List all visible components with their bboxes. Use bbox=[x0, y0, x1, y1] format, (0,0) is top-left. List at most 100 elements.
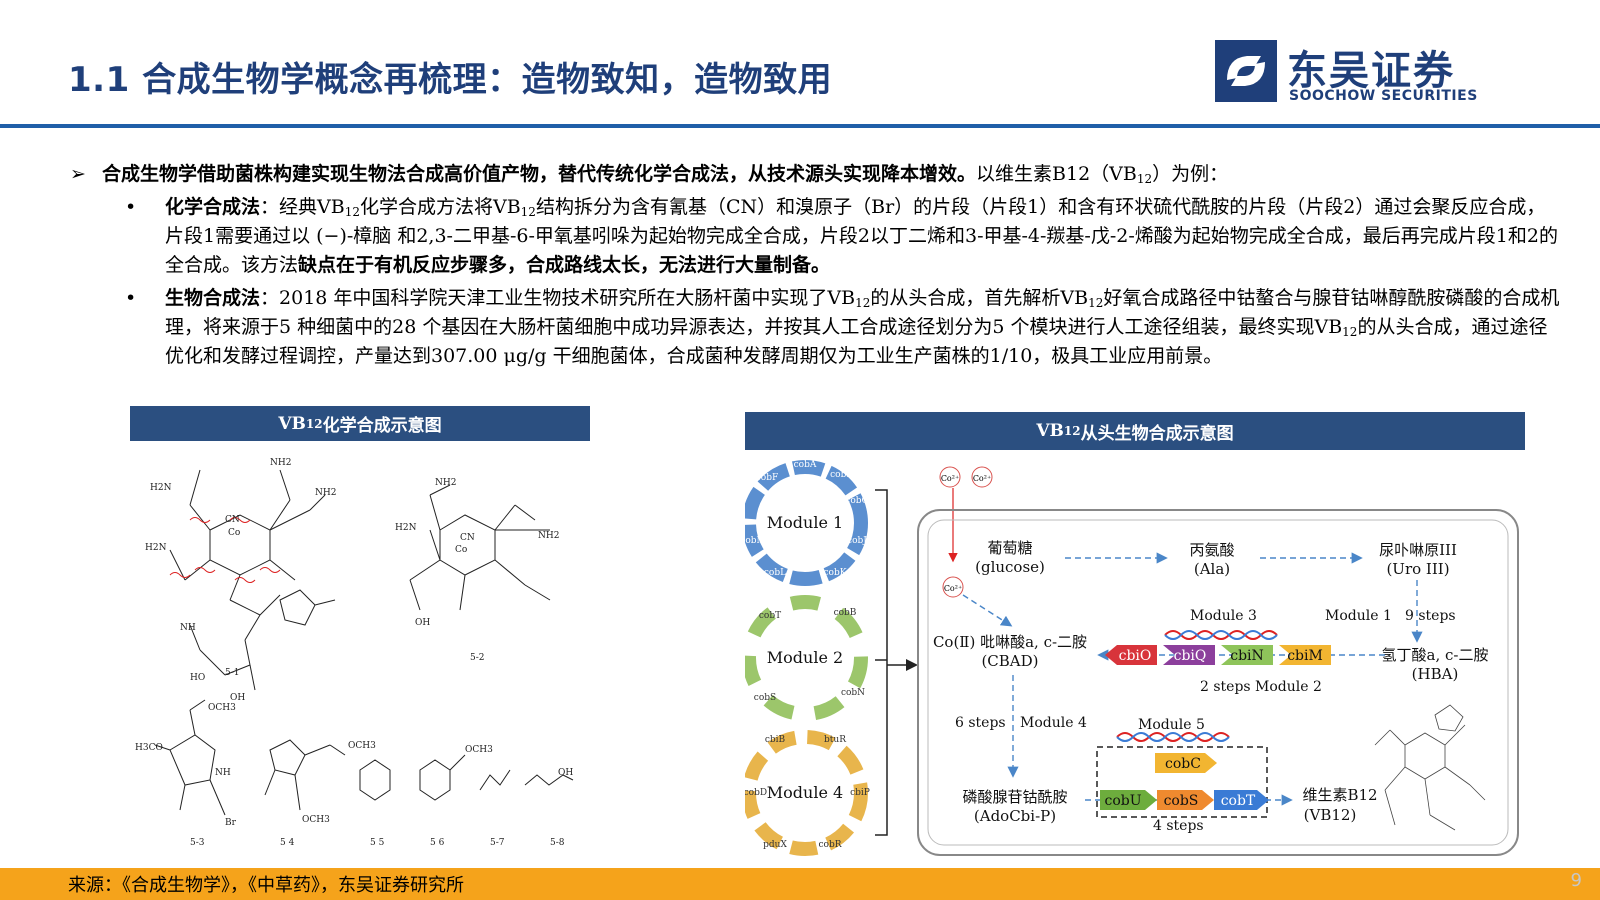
bio-header-pre: VB bbox=[1036, 421, 1064, 441]
svg-text:Co: Co bbox=[228, 528, 240, 538]
svg-text:CN: CN bbox=[460, 533, 475, 543]
modules-bracket bbox=[875, 489, 888, 836]
lead-paragraph: ➢ 合成生物学借助菌株构建实现生物法合成高价值产物，替代传统化学合成法，从技术源… bbox=[70, 160, 1560, 189]
adocbi-label: 磷酸腺苷钴酰胺 bbox=[962, 788, 1067, 806]
main-text: ➢ 合成生物学借助菌株构建实现生物法合成高价值产物，替代传统化学合成法，从技术源… bbox=[70, 160, 1560, 371]
svg-text:(Uro III): (Uro III) bbox=[1386, 560, 1449, 578]
bullet-text: 化学合成方法将VB bbox=[359, 196, 521, 218]
svg-text:cobA: cobA bbox=[794, 460, 817, 470]
svg-text:cobF: cobF bbox=[756, 473, 778, 483]
svg-text:NH2: NH2 bbox=[435, 478, 456, 488]
svg-text:OCH3: OCH3 bbox=[465, 745, 493, 755]
svg-text:H2N: H2N bbox=[145, 543, 167, 553]
logo-english-name: SOOCHOW SECURITIES bbox=[1289, 88, 1478, 104]
vb12-structure-icon bbox=[1374, 704, 1486, 831]
svg-text:OH: OH bbox=[230, 693, 245, 703]
svg-text:cobI: cobI bbox=[830, 470, 850, 480]
molecule-5-2 bbox=[409, 484, 551, 611]
footer-bar: 来源：《合成生物学》，《中草药》，东吴证券研究所 9 bbox=[0, 868, 1600, 900]
svg-text:NH2: NH2 bbox=[538, 531, 559, 541]
svg-text:OCH3: OCH3 bbox=[208, 703, 236, 713]
svg-text:cobK: cobK bbox=[824, 568, 847, 578]
module2-plasmid: Module 2 cobT cobB cobN cobS bbox=[745, 595, 868, 721]
label-5-2: 5-2 bbox=[470, 653, 485, 663]
svg-text:cobS: cobS bbox=[1164, 793, 1199, 809]
page-title: 1.1 合成生物学概念再梳理：造物致知，造物致用 bbox=[68, 60, 833, 100]
cell-outline bbox=[917, 509, 1519, 856]
bullet-dot-icon: • bbox=[125, 196, 137, 218]
bullet-sub: 12 bbox=[855, 296, 871, 310]
svg-text:cobR: cobR bbox=[819, 840, 842, 850]
svg-text:Co: Co bbox=[455, 545, 467, 555]
company-logo: 东吴证券 SOOCHOW SECURITIES bbox=[1215, 40, 1515, 110]
svg-text:cbiP: cbiP bbox=[850, 788, 870, 798]
svg-text:cobS: cobS bbox=[754, 693, 776, 703]
bullet-sub: 12 bbox=[344, 205, 360, 219]
label-5-1: 5-1 bbox=[225, 668, 240, 678]
module1-label: Module 1 bbox=[767, 513, 843, 532]
soochow-logo-icon bbox=[1215, 40, 1277, 102]
bullet-sub: 12 bbox=[1342, 325, 1358, 339]
bullet-dot-icon: • bbox=[125, 287, 137, 309]
ala-label: 丙氨酸 bbox=[1189, 541, 1234, 559]
svg-text:SticobD: SticobD bbox=[745, 788, 767, 798]
svg-text:cobC: cobC bbox=[1165, 756, 1201, 772]
lead-normal-pre: 以维生素B12（VB bbox=[976, 163, 1137, 185]
svg-text:(Ala): (Ala) bbox=[1194, 560, 1230, 578]
pathway-nodes: 葡萄糖 (glucose) 丙氨酸 (Ala) 尿卟啉原III (Uro III… bbox=[933, 539, 1489, 825]
bullet-text: 的从头合成，通过途径优化和发酵过程调控，产量达到307.00 μg/g 干细胞菌… bbox=[165, 316, 1548, 367]
cobalt-ions: Co²⁺ Co²⁺ bbox=[939, 466, 993, 563]
svg-text:cobT: cobT bbox=[759, 611, 781, 621]
svg-text:OH: OH bbox=[415, 618, 430, 628]
module2-label: Module 2 bbox=[767, 648, 843, 667]
lead-sub: 12 bbox=[1136, 172, 1153, 186]
molecule-5-1 bbox=[169, 469, 336, 691]
label-5-6: 5 6 bbox=[430, 838, 445, 848]
svg-text:cobJ: cobJ bbox=[847, 536, 867, 546]
lead-bold: 合成生物学借助菌株构建实现生物法合成高价值产物，替代传统化学合成法，从技术源头实… bbox=[102, 163, 977, 185]
svg-text:cobT: cobT bbox=[1221, 793, 1256, 809]
label-5-7: 5-7 bbox=[490, 838, 505, 848]
bullet-biological: • 生物合成法：2018 年中国科学院天津工业生物技术研究所在大肠杆菌中实现了V… bbox=[70, 284, 1560, 371]
svg-text:H2N: H2N bbox=[395, 523, 417, 533]
step-labels: Module 1 9 steps Module 3 2 steps Module… bbox=[955, 608, 1456, 834]
svg-text:(HBA): (HBA) bbox=[1412, 665, 1459, 683]
svg-text:OCH3: OCH3 bbox=[302, 815, 330, 825]
svg-text:Co²⁺: Co²⁺ bbox=[973, 474, 991, 483]
svg-text:cobG: cobG bbox=[845, 496, 868, 506]
lead-normal-post: ）为例： bbox=[1152, 163, 1229, 185]
header-divider bbox=[0, 124, 1600, 128]
chem-header-pre: VB bbox=[278, 413, 306, 434]
module4-plasmid: Module 4 cbiB btuR cbiP cobR pduX Sticob… bbox=[745, 730, 870, 856]
bullet-text: 结构拆分为含有氰基（CN）和溴原子（Br）的片段（片段1）和含有环状硫代酰胺的片… bbox=[165, 196, 1558, 276]
svg-text:(VB12): (VB12) bbox=[1304, 806, 1357, 824]
svg-text:NH2: NH2 bbox=[270, 458, 291, 468]
svg-text:cobM: cobM bbox=[745, 536, 766, 546]
label-5-4: 5 4 bbox=[280, 838, 295, 848]
svg-text:cbiQ: cbiQ bbox=[1174, 648, 1207, 664]
svg-text:pduX: pduX bbox=[763, 840, 787, 850]
svg-text:H3CO: H3CO bbox=[135, 743, 163, 753]
svg-text:OH: OH bbox=[558, 768, 573, 778]
svg-text:cbiN: cbiN bbox=[1230, 648, 1264, 664]
cob-gene-cassette: cobC cobU cobS cobT bbox=[1100, 753, 1269, 810]
bullet-bold: 缺点在于有机反应步骤多，合成路线太长，无法进行大量制备。 bbox=[298, 254, 831, 276]
svg-text:Module 3: Module 3 bbox=[1190, 608, 1257, 624]
svg-text:cobL: cobL bbox=[764, 568, 786, 578]
svg-text:9 steps: 9 steps bbox=[1405, 608, 1456, 624]
svg-text:4 steps: 4 steps bbox=[1153, 818, 1204, 834]
bullet-sub: 12 bbox=[1088, 296, 1104, 310]
svg-text:H2N: H2N bbox=[150, 483, 172, 493]
svg-text:Co²⁺: Co²⁺ bbox=[941, 474, 959, 483]
label-5-3: 5-3 bbox=[190, 838, 205, 848]
source-note: 来源：《合成生物学》，《中草药》，东吴证券研究所 bbox=[68, 875, 464, 896]
bond-cut-marks bbox=[169, 517, 281, 583]
cbi-gene-cassette: cbiO cbiQ cbiN cbiM bbox=[1105, 645, 1331, 665]
module4-label: Module 4 bbox=[767, 783, 843, 802]
svg-text:HO: HO bbox=[190, 673, 205, 683]
svg-text:2 steps: 2 steps bbox=[1200, 679, 1251, 695]
svg-text:cobN: cobN bbox=[841, 688, 865, 698]
chem-synthesis-figure: H2N NH2 NH2 CN Co H2N NH OH HO NH2 H2N C… bbox=[135, 458, 573, 848]
svg-text:cobB: cobB bbox=[834, 608, 857, 618]
